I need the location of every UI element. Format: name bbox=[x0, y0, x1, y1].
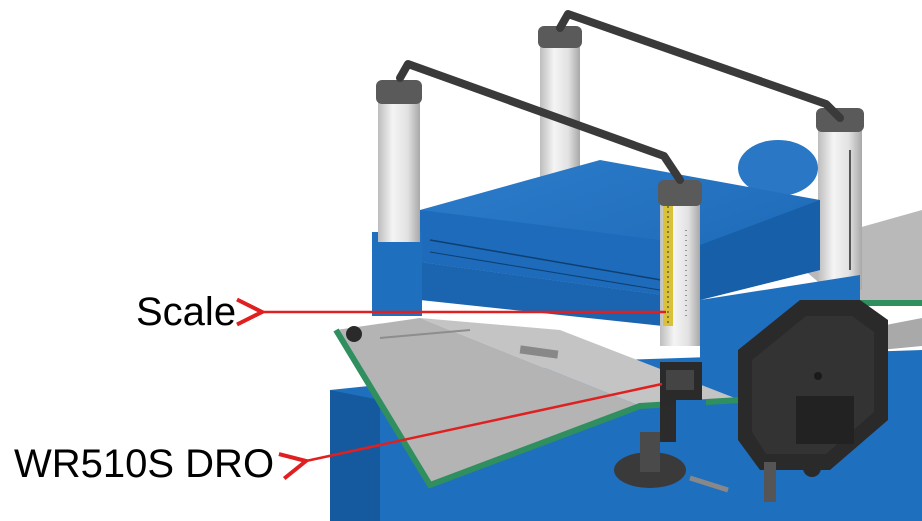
fittings bbox=[346, 326, 821, 502]
lift-handles bbox=[396, 10, 844, 184]
dro-label: WR510S DRO bbox=[14, 442, 275, 486]
scale-label: Scale bbox=[136, 290, 237, 334]
dust-port bbox=[738, 140, 818, 196]
dro-unit bbox=[660, 362, 706, 460]
back-column-right bbox=[816, 108, 864, 290]
motor-cover bbox=[738, 300, 888, 470]
dro-callout-arrow bbox=[306, 382, 663, 461]
front-column-left bbox=[376, 80, 422, 242]
front-column-scale bbox=[658, 180, 702, 346]
